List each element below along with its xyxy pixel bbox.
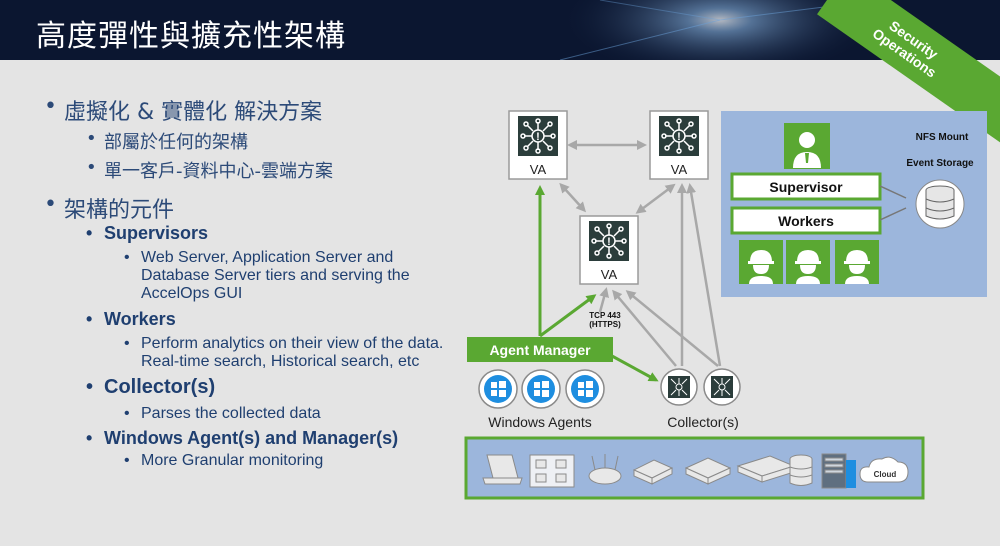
agent-manager-arrows (535, 185, 659, 382)
agent-manager-box: Agent Manager (467, 337, 613, 362)
windows-agents-label: Windows Agents (488, 414, 592, 430)
bullet-dot: • (124, 405, 130, 422)
router-icon (684, 457, 732, 485)
bullet-windows-agents: Windows Agent(s) and Manager(s) (104, 428, 399, 448)
tcp-label: TCP 443 (589, 311, 621, 320)
network-switch-icon (529, 454, 575, 488)
bullet-dot: • (44, 94, 57, 119)
supervisor-worker-cluster: NFS Mount Event Storage Supervisor Worke… (721, 111, 987, 297)
windows-icon (478, 369, 518, 409)
workers-box (730, 206, 882, 235)
laptop-icon (482, 454, 523, 485)
agent-manager-label: Agent Manager (489, 342, 591, 358)
bullet-dot: • (86, 428, 93, 448)
bullet-dot: • (86, 376, 94, 398)
bullet-supervisors: Supervisors (104, 223, 209, 243)
slide-title: 高度彈性與擴充性架構 (36, 19, 346, 54)
bullet-components: 架構的元件 (64, 198, 175, 223)
workers-description: Perform analytics on their view of the d… (141, 335, 443, 371)
va-node-top-right: VA (649, 110, 709, 180)
supervisor-box (730, 172, 882, 201)
workers-desc-line: Perform analytics on their view of the d… (141, 335, 444, 352)
event-storage-label: Event Storage (906, 158, 974, 169)
collectors-group: Collector(s) (660, 368, 741, 430)
server-rack-icon (821, 453, 856, 489)
bullet-dot: • (86, 223, 93, 243)
windows-icon (565, 369, 605, 409)
supervisors-desc-line: AccelOps GUI (141, 285, 243, 302)
supervisors-desc-line: Web Server, Application Server and (141, 249, 394, 266)
windows-icon (521, 369, 561, 409)
cloud-icon (859, 456, 909, 483)
bullet-collectors: Collector(s) (104, 376, 216, 398)
collector-icon (703, 368, 741, 406)
devices-strip: Cloud (464, 436, 925, 500)
firewall-icon (632, 459, 674, 485)
collectors-label: Collector(s) (667, 414, 739, 430)
appliance-icon (736, 455, 796, 483)
supervisors-desc-line: Database Server tiers and serving the (141, 267, 410, 284)
va-label: VA (671, 162, 688, 177)
collectors-description: Parses the collected data (141, 405, 321, 422)
supervisors-description: Web Server, Application Server and Datab… (141, 249, 410, 303)
wireless-ap-icon (588, 454, 622, 485)
database-icon (789, 454, 813, 486)
bullet-workers: Workers (104, 309, 176, 329)
windows-agents-group: Windows Agents (478, 369, 605, 430)
bullet-dot: • (124, 452, 130, 469)
collector-icon (660, 368, 698, 406)
nfs-mount-label: NFS Mount (916, 132, 969, 143)
bullet-dot: • (124, 335, 130, 352)
va-node-top-left: VA (508, 110, 568, 180)
bullet-dot: • (86, 309, 93, 329)
workers-label: Workers (778, 213, 834, 229)
connection-arrows (559, 140, 722, 367)
bullet-dot: • (86, 157, 97, 178)
bullet-dot: • (44, 192, 57, 217)
bullet-single-customer: 單一客戶-資料中心-雲端方案 (104, 161, 333, 182)
supervisor-label: Supervisor (769, 179, 843, 195)
va-label: VA (530, 162, 547, 177)
bullet-dot: • (124, 249, 130, 266)
va-label: VA (601, 267, 618, 282)
storage-database-icon (915, 179, 965, 229)
cloud-label: Cloud (874, 470, 897, 479)
bullet-deploy-any: 部屬於任何的架構 (104, 132, 248, 153)
va-node-center: VA (579, 215, 639, 285)
https-label: (HTTPS) (589, 320, 621, 329)
bullet-virtual-physical: 虛擬化 & 實體化 解決方案 (64, 100, 323, 125)
worker-helmet-icon (786, 240, 830, 284)
bullet-dot: • (86, 128, 97, 149)
worker-helmet-icon (835, 240, 879, 284)
agents-description: More Granular monitoring (141, 452, 324, 469)
worker-helmet-icon (739, 240, 783, 284)
workers-desc-line: Real-time search, Historical search, etc (141, 353, 420, 370)
